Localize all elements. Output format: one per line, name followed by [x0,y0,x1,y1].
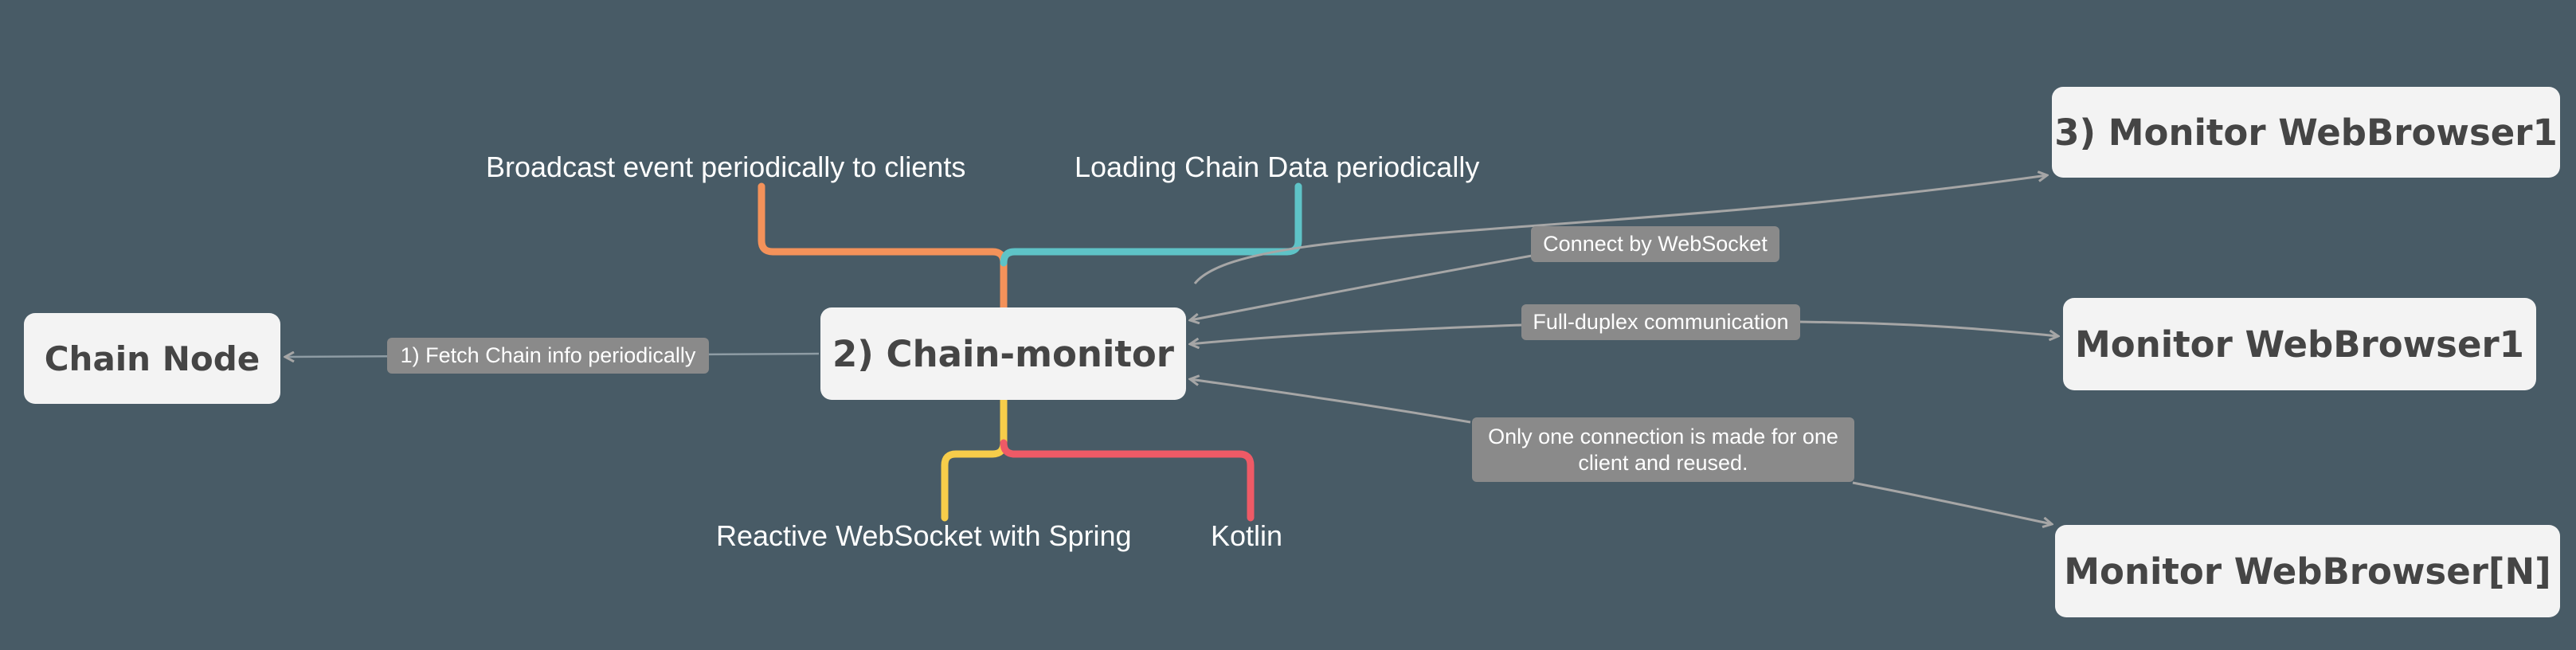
label-one-connection: Only one connection is made for one clie… [1472,417,1854,482]
branch-kotlin [1000,439,1255,522]
connector-duplex-back [1190,323,1522,344]
label-connect: Connect by WebSocket [1531,226,1779,262]
label-duplex: Full-duplex communication [1521,304,1800,340]
branch-loading [1000,182,1302,267]
topic-loading: Loading Chain Data periodically [1075,151,1480,183]
connector-one-back [1190,379,1471,424]
branch-broadcast [758,182,1008,313]
connector-duplex [1798,320,2058,336]
topic-reactive: Reactive WebSocket with Spring [716,519,1132,552]
browser-node-top[interactable]: 3) Monitor WebBrowser1 [2052,87,2560,178]
browser-node-n[interactable]: Monitor WebBrowser[N] [2055,525,2560,617]
topic-broadcast: Broadcast event periodically to clients [486,151,966,183]
chain-node[interactable]: Chain Node [24,313,280,404]
browser-node-mid[interactable]: Monitor WebBrowser1 [2063,298,2536,390]
connector-connect-back [1190,252,1546,320]
topic-kotlin: Kotlin [1211,519,1283,552]
chain-monitor-node[interactable]: 2) Chain-monitor [820,307,1186,400]
branch-reactive [941,394,1008,522]
connector-one [1852,481,2052,524]
connector-connect [1193,175,2047,284]
label-fetch: 1) Fetch Chain info periodically [387,338,709,374]
